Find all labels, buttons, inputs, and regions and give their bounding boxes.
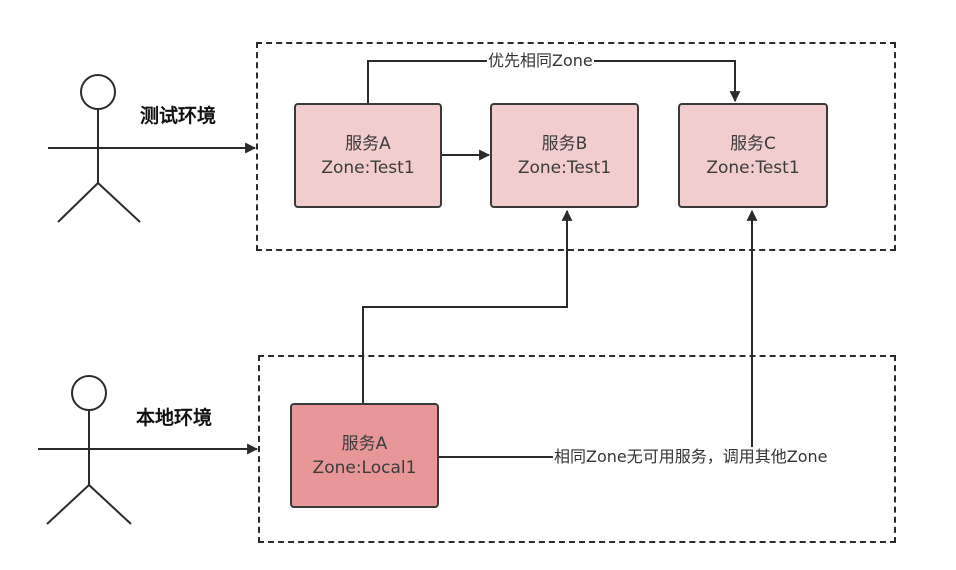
- service-a-local[interactable]: 服务A Zone:Local1: [290, 403, 439, 508]
- service-zone: Zone:Test1: [321, 157, 415, 178]
- service-name: 服务A: [341, 433, 388, 454]
- prefer-same-zone-label: 优先相同Zone: [487, 51, 594, 71]
- local-environment-label: 本地环境: [136, 407, 213, 429]
- local-actor-icon: [38, 375, 142, 525]
- service-zone: Zone:Test1: [517, 157, 612, 178]
- service-b-test[interactable]: 服务B Zone:Test1: [490, 103, 639, 208]
- service-zone: Zone:Local1: [312, 457, 417, 478]
- test-environment-zone: [256, 42, 896, 251]
- service-name: 服务A: [345, 133, 391, 154]
- service-c-test[interactable]: 服务C Zone:Test1: [678, 103, 828, 208]
- service-a-test[interactable]: 服务A Zone:Test1: [294, 103, 442, 208]
- fallback-other-zone-label: 相同Zone无可用服务，调用其他Zone: [553, 447, 829, 467]
- service-zone: Zone:Test1: [706, 157, 800, 178]
- service-name: 服务C: [730, 133, 776, 154]
- local-environment-zone: [258, 355, 896, 543]
- test-actor-icon: [48, 74, 152, 223]
- test-environment-label: 测试环境: [140, 105, 217, 127]
- service-name: 服务B: [541, 133, 588, 154]
